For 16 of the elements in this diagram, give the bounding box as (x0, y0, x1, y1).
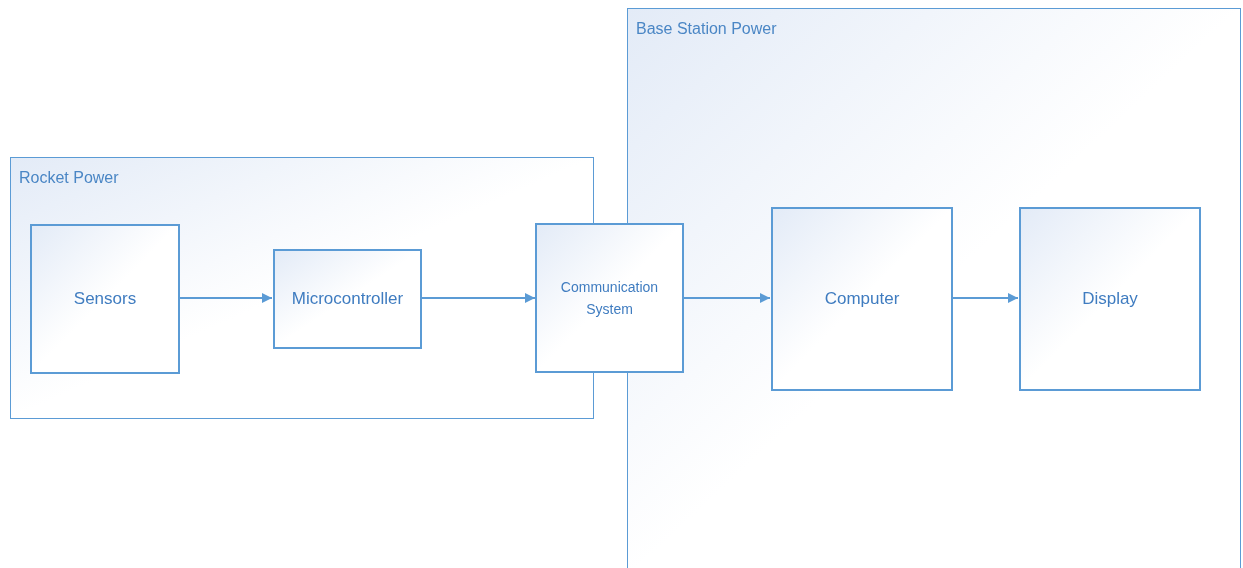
process-box (273, 249, 422, 349)
arrow (951, 293, 1019, 303)
box-label: Display (1082, 288, 1138, 311)
process-box (30, 224, 180, 374)
arrow (683, 293, 771, 303)
box-label: Sensors (73, 288, 137, 311)
box-label: Computer (824, 288, 900, 311)
arrow (420, 293, 536, 303)
process-box (1019, 207, 1201, 391)
process-box (535, 223, 684, 373)
box-label: Communication System (559, 278, 660, 319)
box-label: Microcontroller (291, 288, 404, 311)
process-box (771, 207, 953, 391)
group-label: Rocket Power (19, 168, 119, 188)
group-label: Base Station Power (636, 19, 777, 39)
arrow (178, 293, 273, 303)
